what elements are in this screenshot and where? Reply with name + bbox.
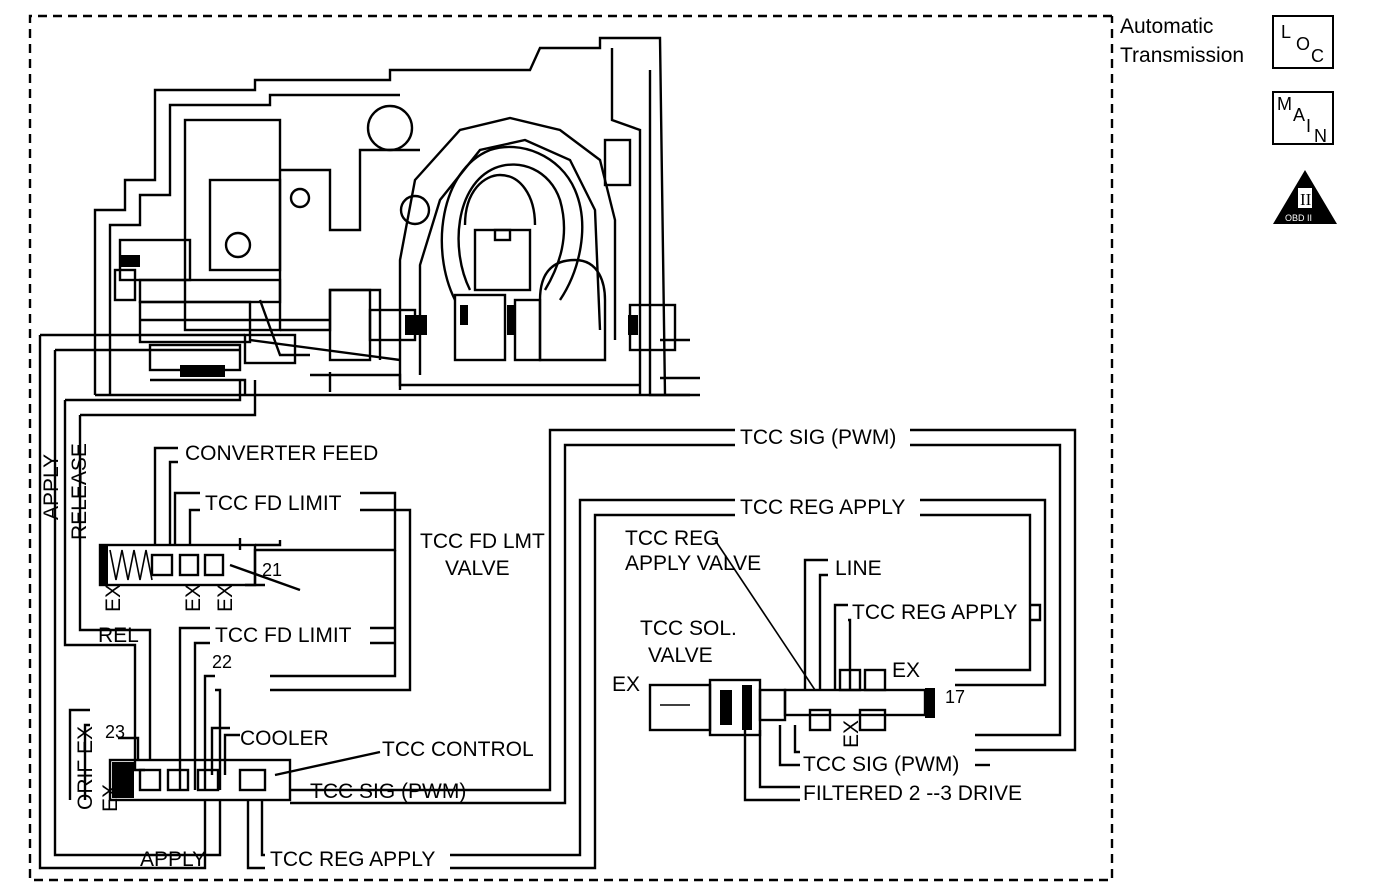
label-tcc-fd-lmt-valve-2: VALVE: [445, 557, 510, 580]
legend-title-line1: Automatic: [1120, 15, 1213, 38]
svg-text:OBD II: OBD II: [1285, 213, 1312, 223]
main-icon: M A I N: [1272, 91, 1334, 146]
label-tcc-sol-2: VALVE: [648, 644, 713, 667]
labels: APPLY RELEASE CONVERTER FEED TCC FD LIMI…: [40, 426, 1022, 871]
label-cooler: COOLER: [240, 727, 329, 750]
label-tcc-sig-pwm-right: TCC SIG (PWM): [803, 753, 959, 776]
label-num-23: 23: [105, 722, 125, 742]
label-tcc-sig-pwm-low: TCC SIG (PWM): [310, 780, 466, 803]
svg-text:I: I: [1306, 116, 1311, 136]
label-ex-7: EX: [840, 720, 863, 748]
label-num-21: 21: [262, 560, 282, 580]
label-tcc-reg-apply-right: TCC REG APPLY: [852, 601, 1017, 624]
label-num-17: 17: [945, 687, 965, 707]
obd-icon: II OBD II: [1273, 170, 1337, 224]
label-tcc-sol-1: TCC SOL.: [640, 617, 737, 640]
svg-text:O: O: [1296, 34, 1310, 54]
svg-text:N: N: [1314, 126, 1327, 146]
label-ex-6: EX: [892, 659, 920, 682]
right-circuit-lines: [648, 428, 1077, 802]
label-apply-bottom: APPLY: [140, 848, 206, 871]
label-ex-3: EX: [214, 584, 237, 612]
label-tcc-fd-limit-mid: TCC FD LIMIT: [215, 624, 352, 647]
label-converter-feed: CONVERTER FEED: [185, 442, 378, 465]
label-num-22: 22: [212, 652, 232, 672]
label-tcc-control: TCC CONTROL: [382, 738, 534, 761]
left-circuit-lines: [38, 333, 735, 870]
label-tcc-fd-lmt-valve-1: TCC FD LMT: [420, 530, 545, 553]
loc-icon: L O C: [1272, 15, 1334, 69]
svg-text:A: A: [1293, 105, 1305, 125]
label-filtered-2-3-drive: FILTERED 2 --3 DRIVE: [803, 782, 1022, 805]
label-tcc-sig-pwm-top: TCC SIG (PWM): [740, 426, 896, 449]
dashed-boundary: [28, 14, 1114, 882]
label-ex-5: EX: [612, 673, 640, 696]
label-apply-left: APPLY: [40, 454, 63, 520]
label-tcc-reg-apply-top: TCC REG APPLY: [740, 496, 905, 519]
label-tcc-reg-2: APPLY VALVE: [625, 552, 761, 575]
label-tcc-fd-limit-top: TCC FD LIMIT: [205, 492, 342, 515]
svg-text:C: C: [1311, 46, 1324, 66]
transmission-cross-section: [93, 36, 700, 397]
label-orif-ex: ORIF EX: [74, 726, 97, 810]
label-ex-4: EX: [99, 784, 122, 812]
svg-text:L: L: [1281, 22, 1291, 42]
label-line: LINE: [835, 557, 882, 580]
label-tcc-reg-apply-bottom: TCC REG APPLY: [270, 848, 435, 871]
label-ex-1: EX: [102, 584, 125, 612]
label-ex-2: EX: [182, 584, 205, 612]
svg-text:II: II: [1300, 190, 1312, 209]
label-rel: REL: [98, 624, 139, 647]
legend: Automatic Transmission L O C M A I N II …: [1120, 15, 1337, 224]
label-release-left: RELEASE: [68, 443, 91, 540]
legend-title-line2: Transmission: [1120, 44, 1244, 67]
label-tcc-reg-1: TCC REG: [625, 527, 720, 550]
svg-text:M: M: [1277, 94, 1292, 114]
